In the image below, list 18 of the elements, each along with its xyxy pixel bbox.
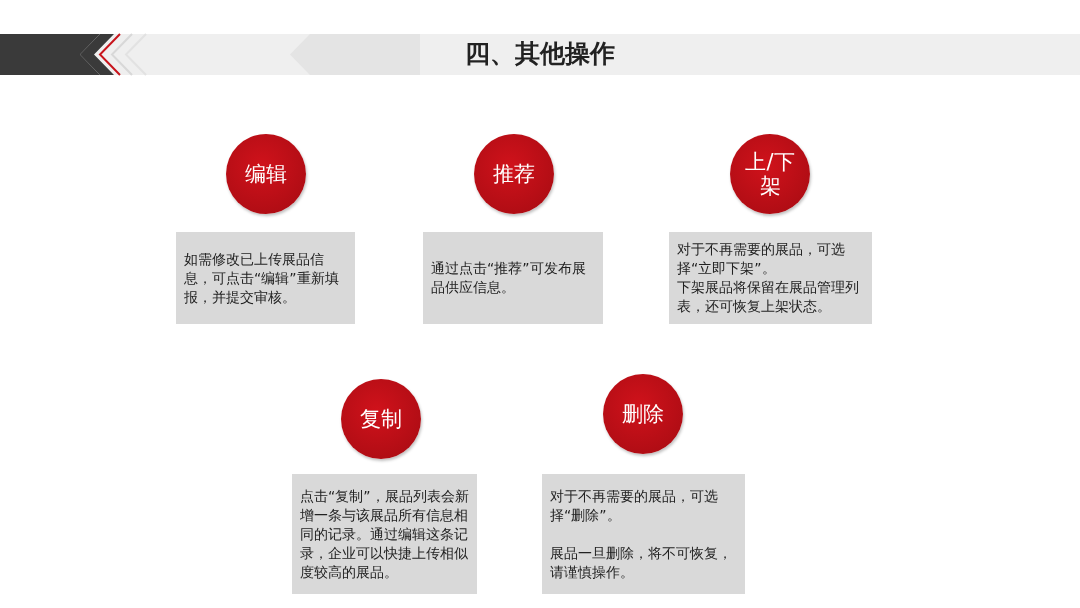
description-text: 展品一旦删除，将不可恢复，请谨慎操作。 [550,543,733,582]
description-card [542,474,745,594]
title-circle: 删除 [603,374,683,454]
description-text: 点击“复制”，展品列表会新增一条与该展品所有信息相同的记录。通过编辑这条记录，企业可以快捷上传相似度较高的展品。 [300,486,469,582]
title-circle: 上/下架 [730,134,810,214]
title-circle: 复制 [341,379,421,459]
description-text: 对于不再需要的展品，可选择“删除”。 [550,486,719,525]
title-circle: 推荐 [474,134,554,214]
description-text: 如需修改已上传展品信息，可点击“编辑”重新填报，并提交审核。 [184,249,340,307]
slide-title: 四、其他操作 [464,38,616,70]
description-card [292,474,477,594]
description-text: 对于不再需要的展品，可选择“立即下架”。 [677,240,846,278]
description-text: 通过点击“推荐”可发布展品供应信息。 [431,259,587,297]
title-circle: 编辑 [226,134,306,214]
description-card [423,232,603,324]
description-text: 下架展品将保留在展品管理列表，还可恢复上架状态。 [677,278,860,316]
description-card [176,232,355,324]
description-card [669,232,872,324]
